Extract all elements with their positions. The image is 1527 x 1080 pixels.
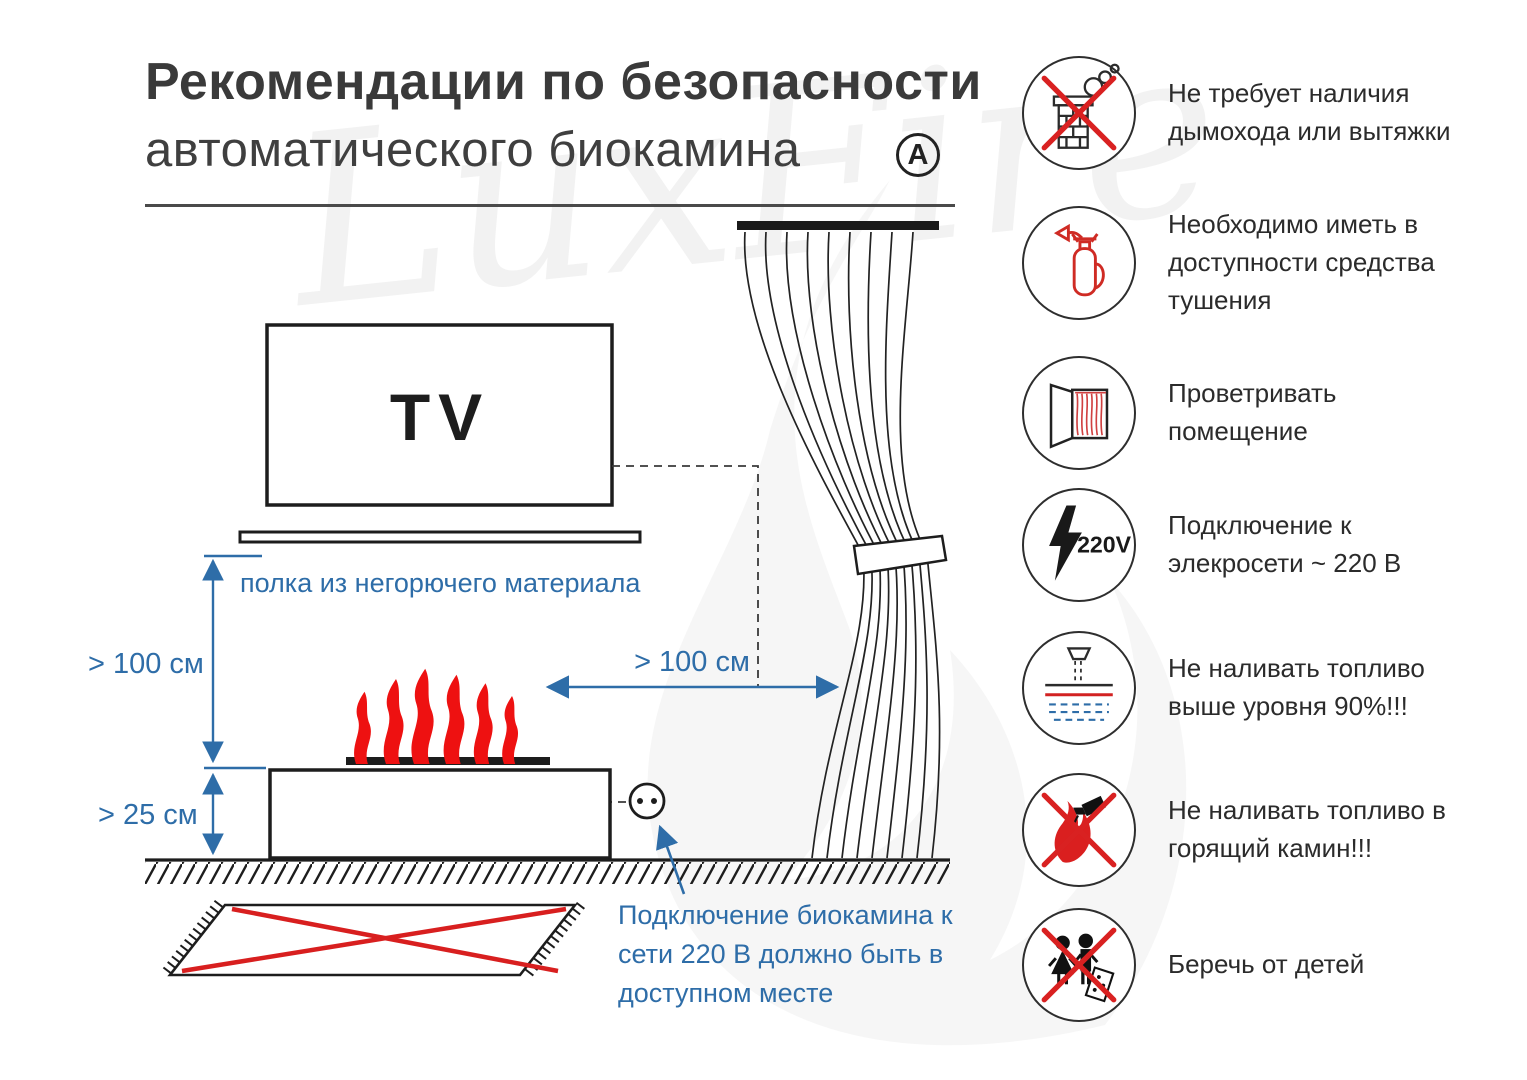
rule-text: Не наливать топливо выше уровня 90%!!! <box>1168 653 1425 721</box>
rule-text: Необходимо иметь в доступности средства … <box>1168 209 1435 315</box>
voltage-label: 220V <box>1077 532 1132 558</box>
rule-fuel-level: Не наливать топливо выше уровня 90%!!! <box>1022 631 1492 745</box>
curtain <box>737 221 948 859</box>
shelf-label: полка из негорючего материала <box>240 568 641 598</box>
red-cross <box>1041 75 1117 151</box>
power-socket <box>628 782 666 820</box>
flames <box>354 668 519 764</box>
window-curtain <box>1075 391 1107 436</box>
dimension-shelf-height <box>202 554 266 856</box>
red-cross <box>1041 792 1117 868</box>
tv: TV <box>265 323 614 507</box>
curtain-rod <box>737 221 939 230</box>
carpet-red-cross <box>181 906 567 974</box>
rule-no-refill-burning: Не наливать топливо в горящий камин!!! <box>1022 773 1492 887</box>
dim-label-25cm: > 25 см <box>98 799 198 831</box>
rule-text: Подключение к элекросети ~ 220 В <box>1168 510 1402 578</box>
rule-no-chimney: Не требует наличия дымохода или вытяжки <box>1022 56 1492 170</box>
power-220v-icon: 220V <box>1022 488 1136 602</box>
dim-label-100cm-horizontal: > 100 см <box>634 646 750 678</box>
rule-text: Беречь от детей <box>1168 949 1365 980</box>
red-cross <box>1041 927 1117 1003</box>
rule-text: Не требует наличия дымохода или вытяжки <box>1168 78 1451 146</box>
tv-label: TV <box>390 380 490 454</box>
title-divider <box>145 204 955 207</box>
page-title-line2: автоматического биокамина <box>145 123 801 177</box>
shelf: полка из негорючего материала <box>238 530 642 598</box>
rule-text: Не наливать топливо в горящий камин!!! <box>1168 795 1446 863</box>
no-chimney-icon <box>1022 56 1136 170</box>
socket-pointer-arrow <box>656 824 686 895</box>
fireplace <box>268 668 612 860</box>
socket-note: Подключение биокамина к сети 220 В должн… <box>618 900 953 1009</box>
fuel-can <box>1073 795 1107 817</box>
keep-from-children-icon <box>1022 908 1136 1022</box>
curtain-tie <box>852 534 948 576</box>
lightning-bolt <box>1049 505 1082 581</box>
rule-ventilation: Проветривать помещение <box>1022 356 1492 470</box>
ventilation-window-icon <box>1022 356 1136 470</box>
no-refill-burning-icon <box>1022 773 1136 887</box>
dimension-curtain-distance: > 100 см <box>545 646 840 699</box>
carpet-forbidden <box>160 899 585 981</box>
rule-text: Проветривать помещение <box>1168 378 1337 446</box>
wiring-dashed-lines <box>449 465 759 803</box>
rule-extinguisher: Необходимо иметь в доступности средства … <box>1022 206 1492 320</box>
fireplace-diagram: TV полка из негорючего материала <box>88 221 950 981</box>
rule-power: 220V Подключение к элекросети ~ 220 В <box>1022 488 1492 602</box>
dim-label-100cm-vertical: > 100 см <box>88 648 204 680</box>
fuel-level-icon <box>1022 631 1136 745</box>
page-title-line1: Рекомендации по безопасности <box>145 53 982 111</box>
circled-a-badge: A <box>896 133 940 177</box>
fuel-liquid <box>1049 703 1109 721</box>
extinguisher-icon <box>1022 206 1136 320</box>
rule-children: Беречь от детей <box>1022 908 1492 1022</box>
floor <box>145 858 950 884</box>
